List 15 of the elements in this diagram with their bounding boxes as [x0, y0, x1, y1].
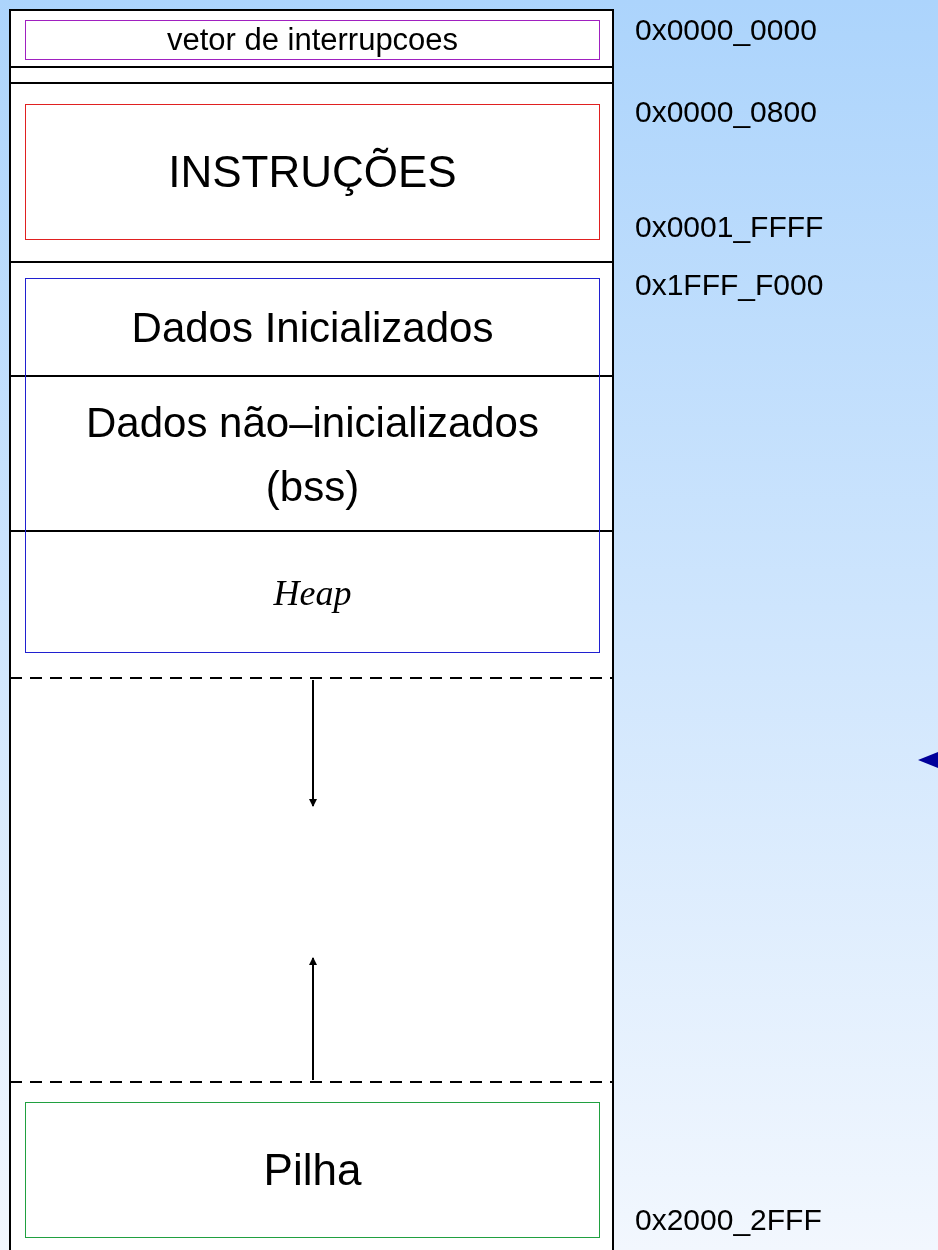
address-label: 0x0001_FFFF [635, 210, 824, 244]
segment-box [25, 278, 600, 653]
section-label: Heap [273, 572, 352, 615]
section-box [25, 104, 600, 240]
section-label: vetor de interrupcoes [166, 21, 459, 59]
address-label: 0x0000_0000 [635, 13, 817, 47]
section-label: INSTRUÇÕES [168, 146, 457, 198]
address-label: 0x1FFF_F000 [635, 268, 824, 302]
section-label: Dados não–inicializados (bss) [85, 397, 540, 512]
address-label: 0x2000_2FFF [635, 1203, 822, 1237]
section-label: Dados Inicializados [131, 302, 494, 353]
section-box [25, 20, 600, 60]
address-label: 0x0000_0800 [635, 95, 817, 129]
section-label: Pilha [263, 1144, 362, 1196]
section-box [25, 1102, 600, 1238]
